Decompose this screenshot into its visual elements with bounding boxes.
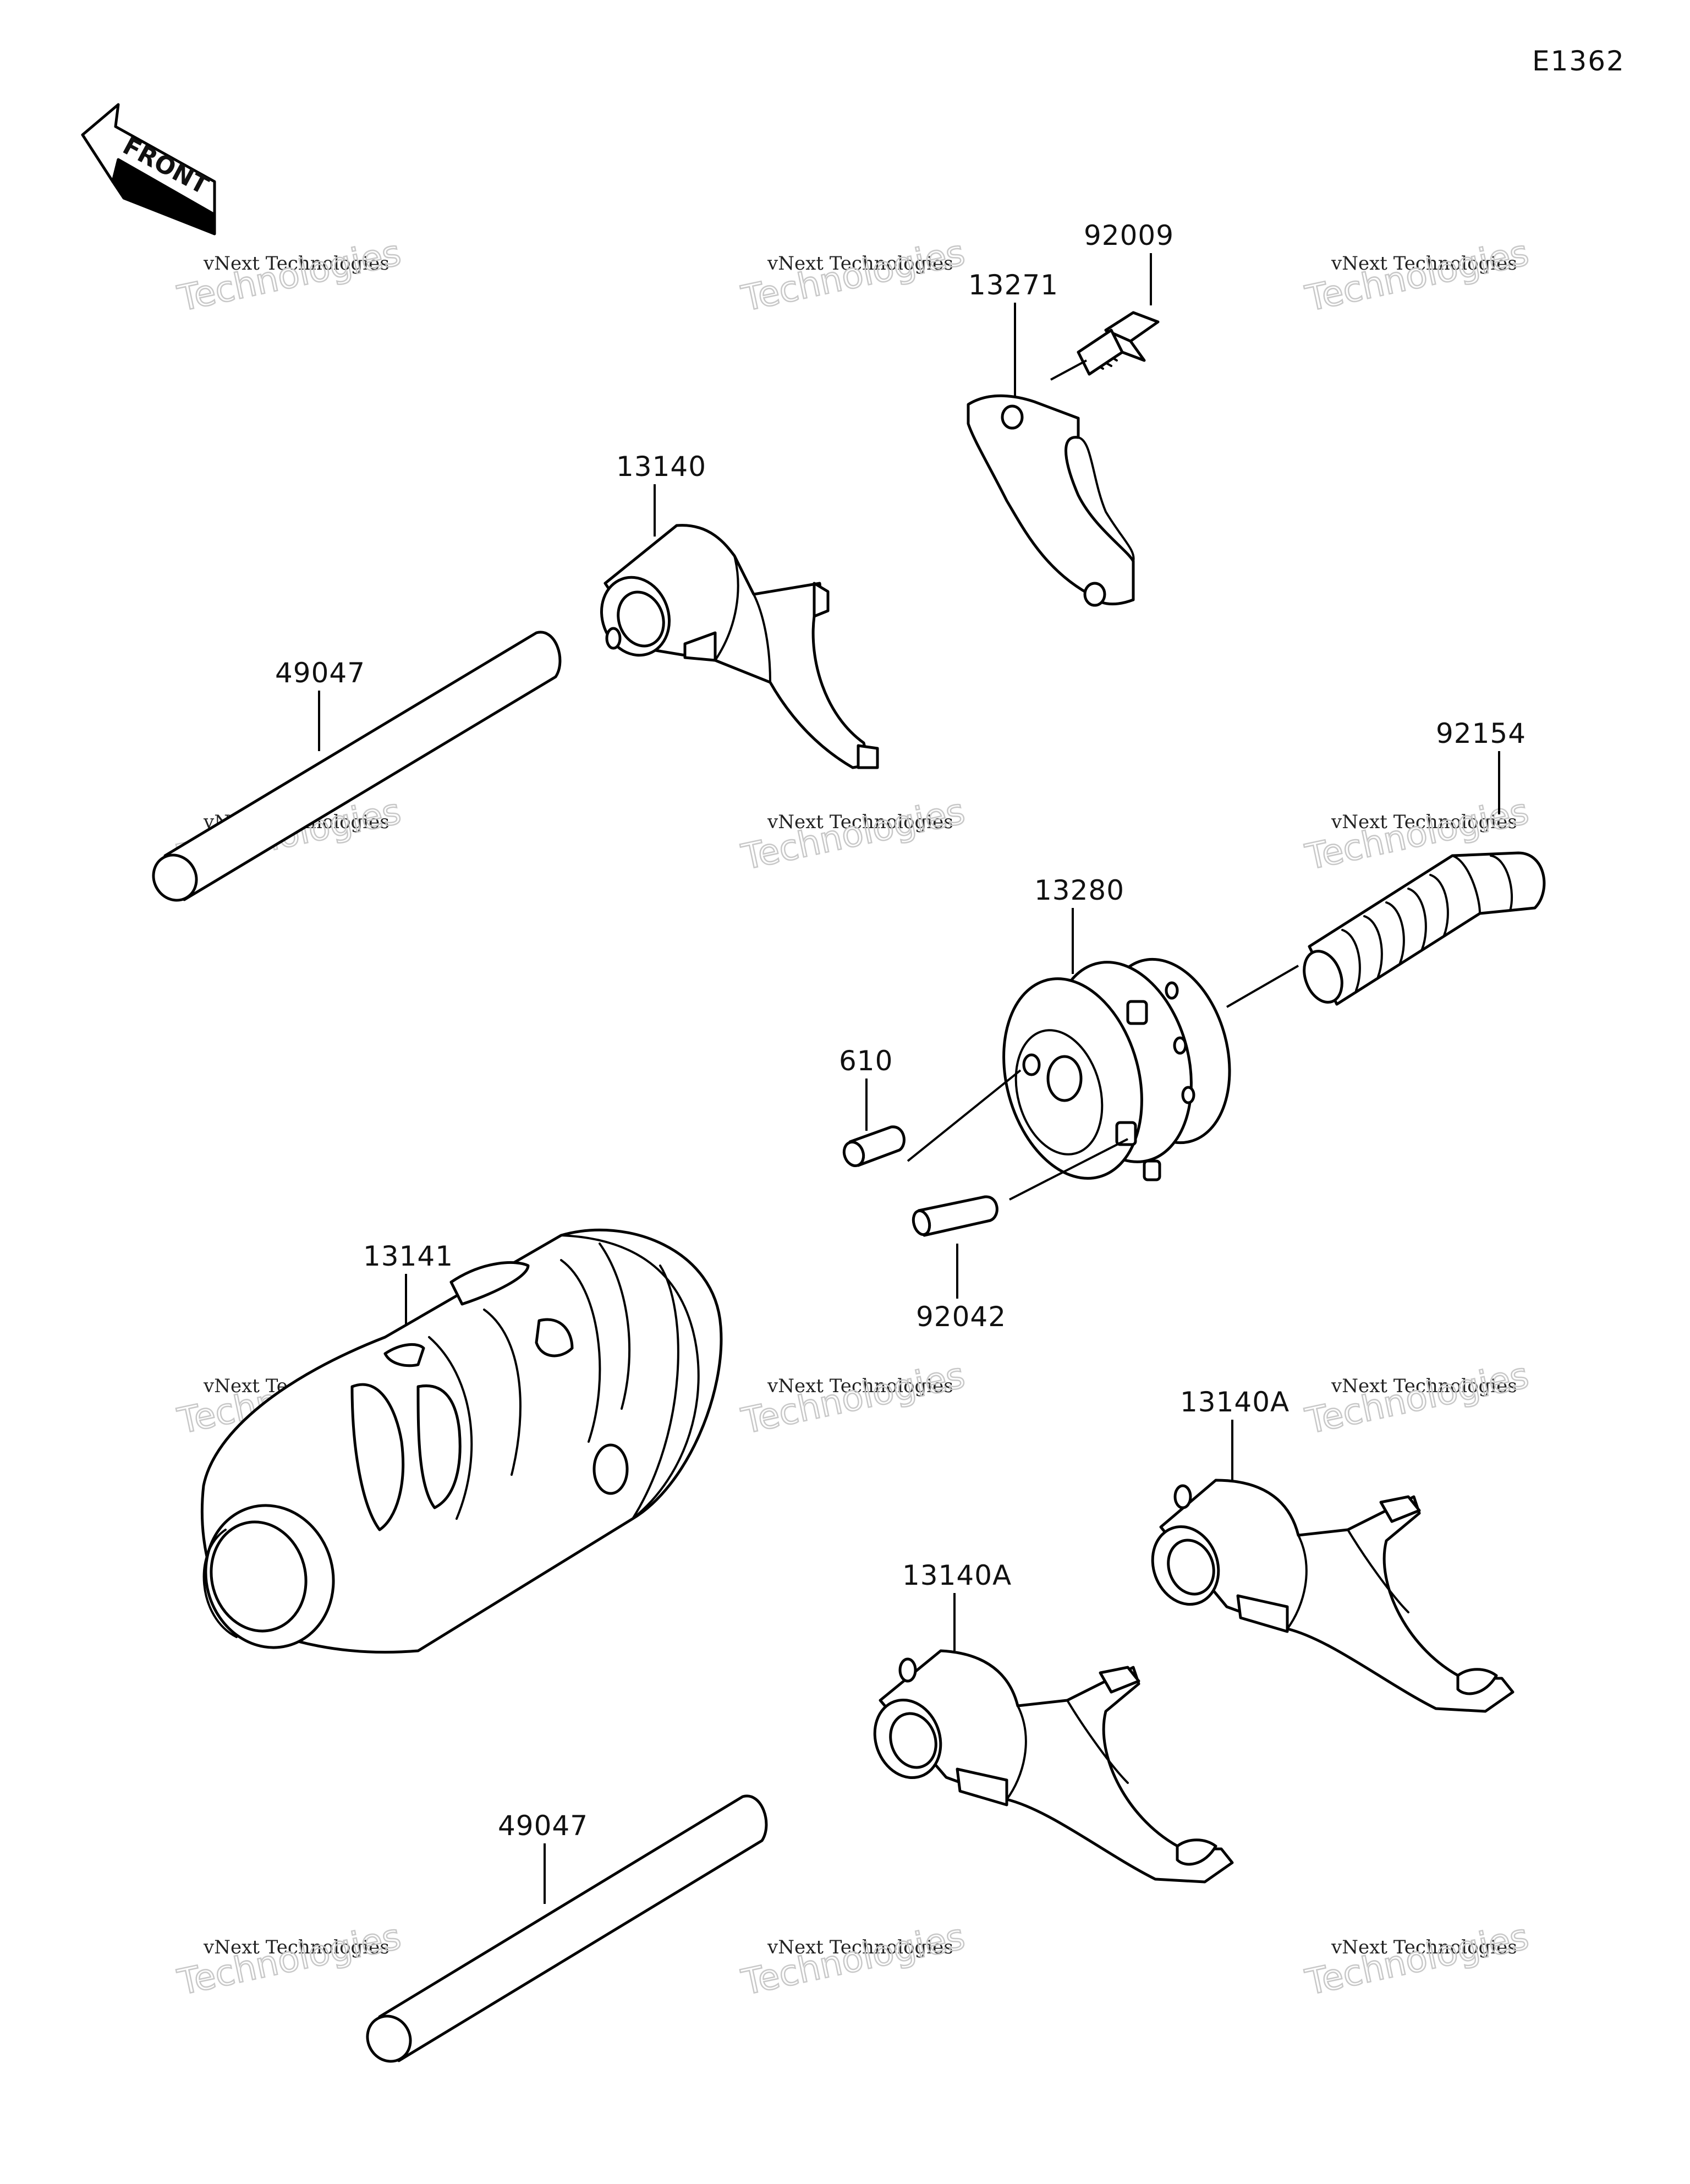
svg-text:Technologies: Technologies xyxy=(174,233,405,320)
part-label-13140A-lower: 13140A xyxy=(902,1559,1012,1591)
svg-text:vNext Technologies: vNext Technologies xyxy=(1331,1936,1517,1958)
watermark: vNext Technologies Technologies xyxy=(1301,232,1533,321)
svg-text:Technologies: Technologies xyxy=(1302,1355,1533,1442)
part-92154[interactable]: 92154 xyxy=(1226,718,1546,1008)
part-label-13271: 13271 xyxy=(968,269,1058,301)
part-49047-lower[interactable]: 49047 xyxy=(359,1794,768,2069)
svg-text:vNext Technologies: vNext Technologies xyxy=(767,811,953,833)
part-label-49047-upper: 49047 xyxy=(275,657,365,689)
svg-text:Technologies: Technologies xyxy=(1302,233,1533,320)
svg-text:vNext Technologies: vNext Technologies xyxy=(767,1936,953,1958)
watermark-grid: vNext Technologies Technologies vNext Te… xyxy=(173,232,1533,2005)
svg-text:Technologies: Technologies xyxy=(738,233,969,320)
svg-text:vNext Technologies: vNext Technologies xyxy=(1331,1375,1517,1397)
part-label-13140A-right: 13140A xyxy=(1180,1386,1290,1418)
watermark: vNext Technologies Technologies xyxy=(737,232,969,321)
svg-text:Technologies: Technologies xyxy=(738,1355,969,1442)
part-49047-upper[interactable]: 49047 xyxy=(145,631,562,908)
svg-text:vNext Technologies: vNext Technologies xyxy=(767,253,953,275)
watermark: vNext Technologies Technologies xyxy=(1301,1916,1533,2005)
part-610[interactable]: 610 xyxy=(839,1045,1022,1168)
part-label-92154: 92154 xyxy=(1436,718,1526,749)
part-label-610: 610 xyxy=(839,1045,893,1077)
svg-text:Technologies: Technologies xyxy=(738,1917,969,2004)
part-13140A-lower[interactable]: 13140A xyxy=(864,1559,1234,1884)
watermark: vNext Technologies Technologies xyxy=(737,1916,969,2005)
watermark: vNext Technologies Technologies xyxy=(737,791,969,879)
svg-text:vNext Technologies: vNext Technologies xyxy=(1331,811,1517,833)
part-13141[interactable]: 13141 xyxy=(190,1228,723,1662)
part-13271[interactable]: 13271 xyxy=(967,269,1135,607)
part-label-13280: 13280 xyxy=(1034,874,1124,906)
part-label-49047-lower: 49047 xyxy=(498,1810,588,1842)
part-label-92042: 92042 xyxy=(916,1301,1006,1333)
part-13280[interactable]: 13280 xyxy=(983,874,1249,1194)
part-13140[interactable]: 13140 xyxy=(591,451,879,769)
svg-text:vNext Technologies: vNext Technologies xyxy=(1331,253,1517,275)
diagram-code: E1362 xyxy=(1532,45,1625,77)
part-92009[interactable]: 92009 xyxy=(1050,220,1174,381)
svg-text:vNext Technologies: vNext Technologies xyxy=(203,1936,389,1958)
watermark: vNext Technologies Technologies xyxy=(737,1355,969,1443)
front-arrow-icon: FRONT xyxy=(81,103,216,236)
part-13140A-right[interactable]: 13140A xyxy=(1142,1386,1515,1713)
part-label-13140: 13140 xyxy=(616,451,706,483)
svg-text:vNext Technologies: vNext Technologies xyxy=(203,253,389,275)
svg-text:Technologies: Technologies xyxy=(174,1917,405,2004)
part-label-13141: 13141 xyxy=(363,1240,453,1272)
part-label-92009: 92009 xyxy=(1084,220,1174,251)
watermark: vNext Technologies Technologies xyxy=(1301,1355,1533,1443)
svg-text:vNext Technologies: vNext Technologies xyxy=(767,1375,953,1397)
watermark: vNext Technologies Technologies xyxy=(173,1916,405,2005)
watermark: vNext Technologies Technologies xyxy=(173,232,405,321)
svg-text:Technologies: Technologies xyxy=(1302,1917,1533,2004)
svg-text:Technologies: Technologies xyxy=(738,791,969,878)
part-92042[interactable]: 92042 xyxy=(911,1138,1128,1333)
